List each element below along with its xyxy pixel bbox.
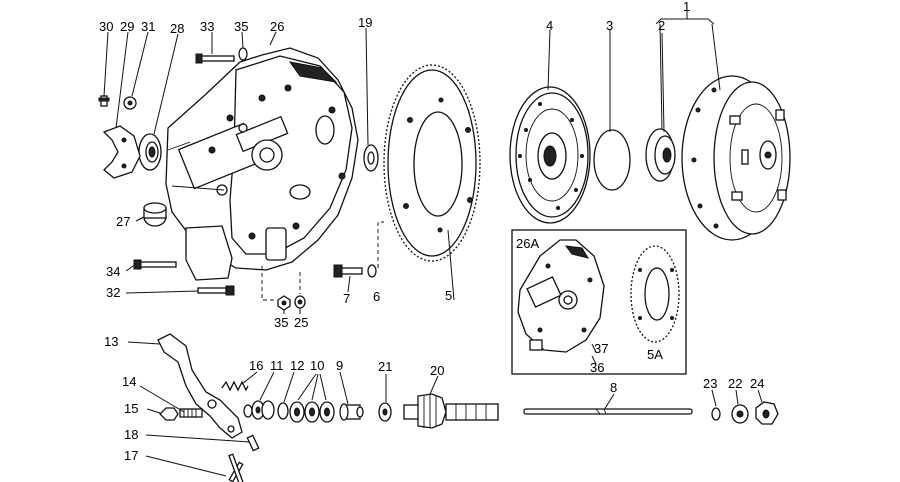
label-21: 21: [378, 359, 392, 374]
washer-35-top: [238, 47, 248, 61]
circlip-3: [593, 129, 631, 191]
bell-housing: [165, 47, 359, 281]
label-17: 17: [124, 448, 138, 463]
label-36: 36: [590, 360, 604, 375]
label-25: 25: [294, 315, 308, 330]
label-35-top: 35: [234, 19, 248, 34]
nut-22: [731, 404, 749, 424]
label-24: 24: [750, 376, 764, 391]
label-27: 27: [116, 214, 130, 229]
nut-15: [159, 407, 179, 421]
label-5A: 5A: [647, 347, 663, 362]
release-bearing-2: [645, 128, 676, 182]
label-26A: 26A: [516, 236, 539, 251]
washer-21: [378, 402, 392, 422]
plug-27: [143, 202, 167, 227]
label-32: 32: [106, 285, 120, 300]
leader-lines: [103, 10, 763, 477]
label-6: 6: [373, 289, 380, 304]
label-34: 34: [106, 264, 120, 279]
bearing-set-10: [289, 401, 335, 423]
screw-7: [333, 264, 363, 278]
label-8: 8: [610, 380, 617, 395]
nut-24: [755, 401, 779, 425]
label-7: 7: [343, 291, 350, 306]
dashed-guide-25: [261, 266, 301, 301]
label-18: 18: [124, 427, 138, 442]
label-12: 12: [290, 358, 304, 373]
seal-19: [363, 144, 379, 172]
spring-16: [221, 380, 249, 392]
label-9: 9: [336, 358, 343, 373]
label-4: 4: [546, 18, 553, 33]
label-33: 33: [200, 19, 214, 34]
label-1: 1: [683, 0, 690, 14]
bearing-28: [138, 133, 162, 171]
label-31: 31: [141, 19, 155, 34]
washer-31: [123, 96, 137, 110]
label-29: 29: [120, 19, 134, 34]
plate-29: [102, 125, 141, 179]
label-14: 14: [122, 374, 136, 389]
pressure-plate-1: [681, 75, 791, 241]
label-22: 22: [728, 376, 742, 391]
label-35-bottom: 35: [274, 315, 288, 330]
circlip-12: [277, 402, 289, 420]
label-5: 5: [445, 288, 452, 303]
label-13: 13: [104, 334, 118, 349]
label-28: 28: [170, 21, 184, 36]
label-37: 37: [594, 341, 608, 356]
label-23: 23: [703, 376, 717, 391]
label-30: 30: [99, 19, 113, 34]
washer-11: [243, 400, 275, 420]
label-10: 10: [310, 358, 324, 373]
rod-17: [228, 453, 244, 482]
pushrod-8: [523, 408, 693, 415]
label-3: 3: [606, 18, 613, 33]
label-16: 16: [249, 358, 263, 373]
release-lever-13: [157, 333, 243, 439]
part-labels: 1 2 3 4 19 26 35 33 28 31 29 30 27 34 32…: [99, 0, 764, 463]
clutch-disc-4: [509, 86, 591, 224]
label-15: 15: [124, 401, 138, 416]
label-26: 26: [270, 19, 284, 34]
label-19: 19: [358, 15, 372, 30]
pin-18: [246, 434, 260, 452]
bolt-34: [133, 259, 177, 270]
label-20: 20: [430, 363, 444, 378]
nut-35: [277, 295, 291, 311]
screw-30: [98, 95, 110, 107]
washer-6: [367, 264, 377, 278]
shaft-20: [403, 393, 499, 429]
screw-33: [195, 53, 235, 64]
label-2: 2: [658, 18, 665, 33]
bolt-32: [197, 285, 235, 296]
alternative-parts-inset: [511, 229, 687, 375]
flywheel-5: [383, 64, 481, 262]
washer-23: [711, 407, 721, 421]
washer-25: [294, 295, 306, 309]
screw-14: [179, 408, 203, 418]
piston-9: [339, 403, 364, 421]
label-11: 11: [270, 358, 284, 373]
